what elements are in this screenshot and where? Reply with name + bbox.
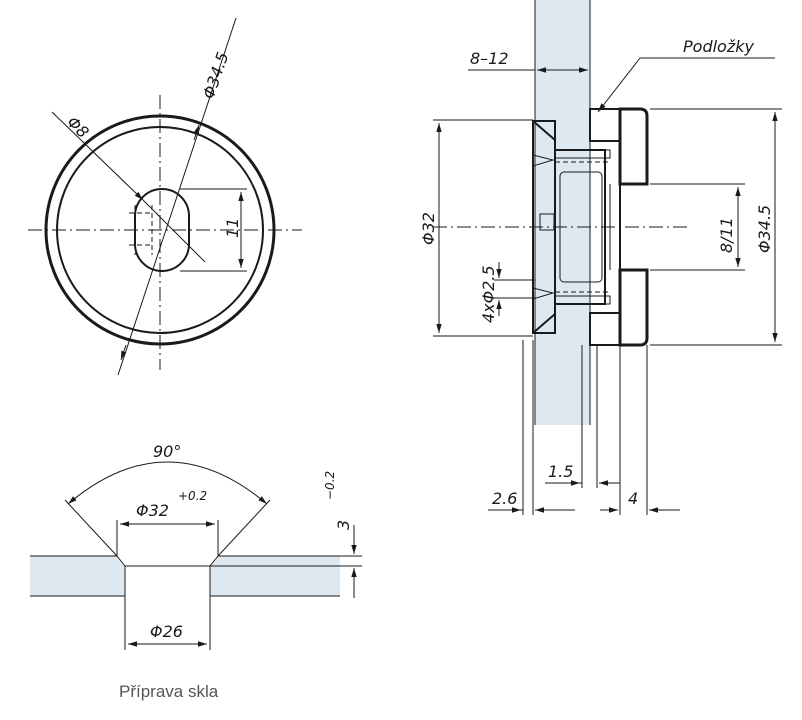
dim-front-slot-length: 11 — [223, 218, 242, 238]
caption-glass-prep: Příprava skla — [119, 682, 219, 701]
front-view: Φ34.5 Φ8 11 — [28, 17, 302, 376]
glass-prep-view: 90° Φ32 +0.2 3 −0.2 Φ26 Příprava skla — [30, 442, 362, 701]
dim-angle: 90° — [153, 442, 181, 461]
outer-cap — [618, 107, 649, 186]
washer-top — [589, 108, 621, 142]
glass-plate-left — [30, 556, 125, 596]
diameter-dimension-line — [117, 17, 237, 376]
dim-glass-thickness: 8–12 — [470, 49, 509, 68]
dim-cap: 4 — [628, 489, 638, 508]
dim-prep-hole: Φ26 — [150, 622, 183, 641]
hole-diameter-leader — [51, 111, 144, 201]
dim-prep-countersink: Φ32 — [136, 501, 169, 520]
dim-section-outer-diameter: Φ34.5 — [755, 205, 774, 253]
section-view: Podložky 8–12 Φ32 4xΦ2.5 8/11 Φ34.5 — [419, 0, 782, 515]
dim-bore: 8/11 — [717, 217, 736, 253]
washer-bottom — [589, 312, 621, 346]
dim-prep-countersink-tol: +0.2 — [178, 489, 207, 503]
label-washers: Podložky — [683, 37, 754, 56]
dim-countersink-diameter: Φ32 — [419, 212, 438, 245]
dim-front-outer-diameter: Φ34.5 — [199, 50, 233, 102]
dim-washer: 1.5 — [548, 462, 573, 481]
dim-front-hole-diameter: Φ8 — [63, 112, 93, 142]
dim-prep-depth: 3 — [334, 520, 353, 530]
dim-screw-holes: 4xΦ2.5 — [479, 265, 498, 323]
countersunk-body — [532, 120, 556, 334]
angle-arc — [67, 461, 268, 505]
dim-prep-depth-tol: −0.2 — [323, 471, 337, 500]
glass-plate-right — [210, 556, 340, 596]
dim-flange: 2.6 — [492, 489, 517, 508]
